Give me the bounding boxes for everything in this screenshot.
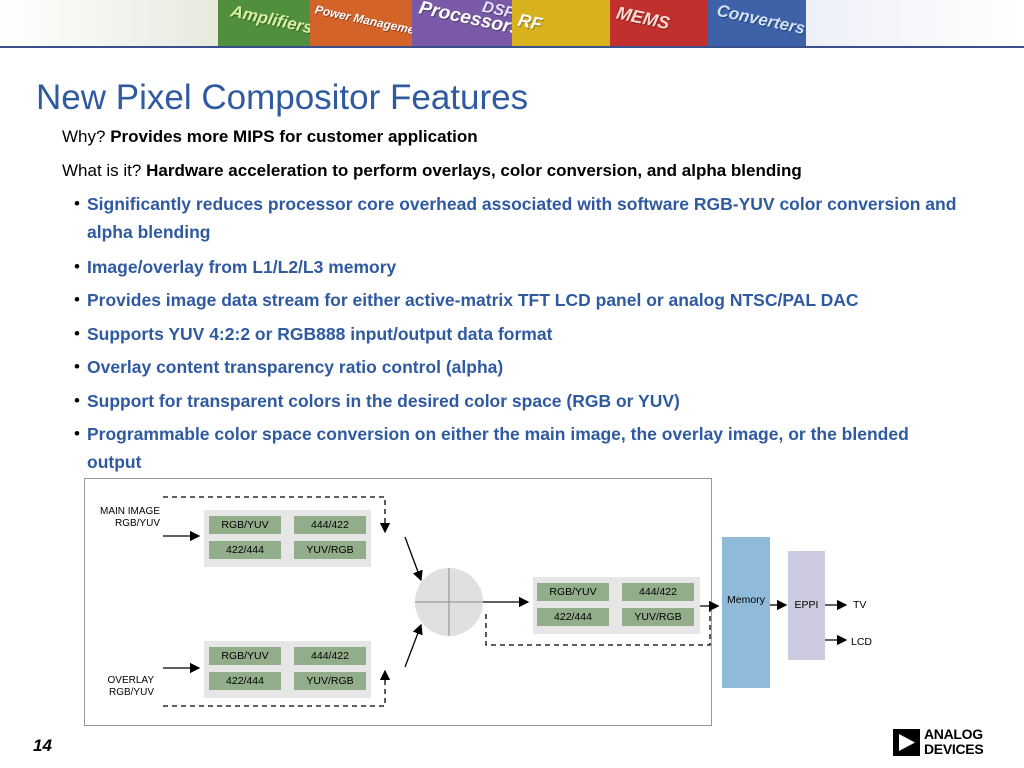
tv-label: TV [853,599,867,611]
bullet-item-7: Programmable color space conversion on e… [87,424,909,472]
bullet-marker: • [74,194,80,213]
bullet-item-1: Significantly reduces processor core ove… [87,194,957,242]
bullet-item-6: Support for transparent colors in the de… [87,391,680,411]
bullet-marker: • [74,257,80,276]
bullet-item-2: Image/overlay from L1/L2/L3 memory [87,257,397,277]
chip-yuv-rgb: YUV/RGB [294,541,366,559]
why-line: Why? Provides more MIPS for customer app… [62,127,478,147]
header-banner: Amplifiers Power Management Processors D… [0,0,1024,48]
bullet-item-4: Supports YUV 4:2:2 or RGB888 input/outpu… [87,324,553,344]
eppi-block: EPPI [788,551,825,660]
banner-right-fade [806,0,1024,46]
chip-422-444: 422/444 [537,608,609,626]
main-image-label: MAIN IMAGE RGB/YUV [99,506,160,529]
banner-tile-rf: RF [512,0,610,46]
banner-rule [0,46,1024,48]
why-text: Provides more MIPS for customer applicat… [110,127,478,146]
analog-devices-logo-icon [893,729,920,756]
banner-fade [0,0,230,48]
banner-tile-converters: Converters [708,0,806,46]
chip-yuv-rgb: YUV/RGB [294,672,366,690]
chip-422-444: 422/444 [209,672,281,690]
chip-yuv-rgb: YUV/RGB [622,608,694,626]
banner-tile-amplifiers: Amplifiers [218,0,310,46]
chip-rgb-yuv: RGB/YUV [209,647,281,665]
what-label: What is it? [62,161,142,180]
banner-tile-power-management: Power Management [310,0,412,46]
chip-422-444: 422/444 [209,541,281,559]
bullet-item-3: Provides image data stream for either ac… [87,290,859,310]
memory-label: Memory [727,594,765,606]
page-number: 14 [33,736,52,755]
bullet-marker: • [74,290,80,309]
lcd-label: LCD [851,636,873,648]
analog-devices-logo: ANALOG DEVICES [893,726,997,760]
banner-tile-processors: Processors [412,0,512,46]
chip-444-422: 444/422 [622,583,694,601]
chip-rgb-yuv: RGB/YUV [537,583,609,601]
memory-block: Memory [722,537,770,688]
why-label: Why? [62,127,106,146]
eppi-label: EPPI [794,599,819,611]
chip-rgb-yuv: RGB/YUV [209,516,281,534]
logo-text: ANALOG DEVICES [924,726,984,757]
chip-444-422: 444/422 [294,647,366,665]
overlay-label: OVERLAY RGB/YUV [107,675,155,698]
banner-tile-mems: MEMS [610,0,708,46]
bullet-marker: • [74,357,80,376]
slide-title: New Pixel Compositor Features [36,78,529,117]
bullet-item-5: Overlay content transparency ratio contr… [87,357,504,377]
what-text: Hardware acceleration to perform overlay… [146,161,802,180]
bullet-marker: • [74,424,80,443]
what-line: What is it? Hardware acceleration to per… [62,161,802,181]
bullet-marker: • [74,391,80,410]
bullet-marker: • [74,324,80,343]
chip-444-422: 444/422 [294,516,366,534]
